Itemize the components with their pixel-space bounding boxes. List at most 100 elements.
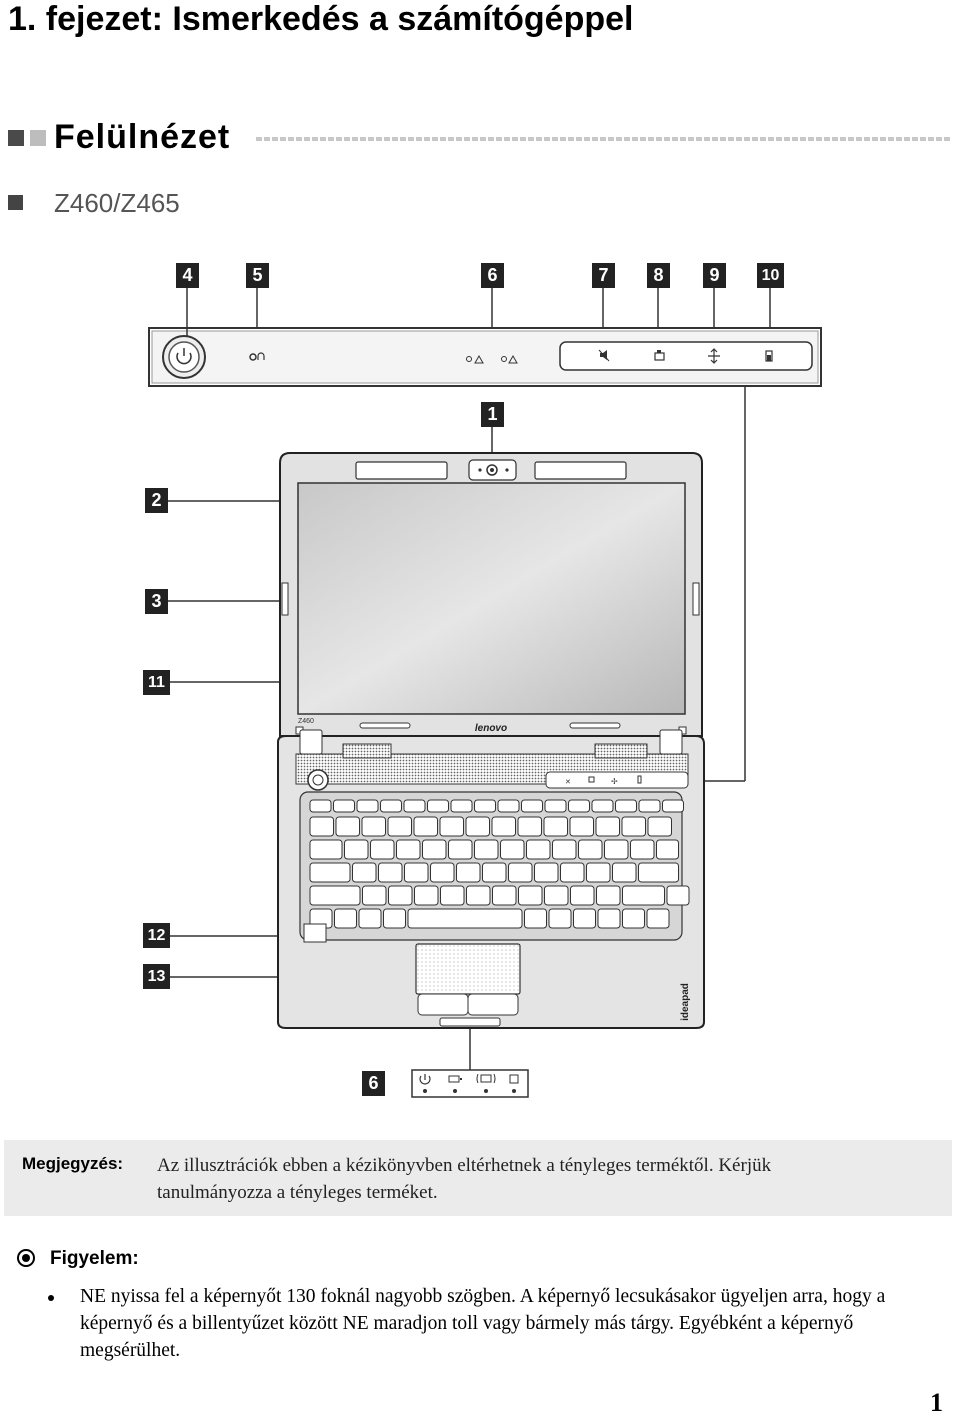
microphone [303, 923, 327, 943]
keyboard-key [335, 816, 360, 837]
keyboard-key [344, 839, 369, 860]
keyboard-key [560, 862, 585, 883]
keyboard-key [396, 839, 421, 860]
svg-text:✕: ✕ [565, 778, 571, 786]
callout-10: 10 [757, 263, 784, 288]
keyboard-key [612, 862, 637, 883]
keyboard-key [404, 862, 429, 883]
note-box [4, 1140, 952, 1216]
bullet-icon [48, 1295, 54, 1301]
note-label: Megjegyzés: [22, 1154, 124, 1173]
keyboard-key [638, 799, 661, 813]
keyboard-key [309, 839, 343, 860]
callout-6-top: 6 [481, 263, 504, 288]
keyboard-key [638, 862, 679, 883]
keyboard-key [622, 908, 645, 929]
touchpad-right-button [467, 993, 519, 1016]
keyboard-key [534, 862, 559, 883]
keyboard-key [578, 839, 603, 860]
laptop-lid: Z460 lenovo [279, 452, 703, 737]
keyboard-key [474, 839, 499, 860]
keyboard-key [497, 799, 520, 813]
keyboard-key [586, 862, 611, 883]
lid-latch [281, 582, 289, 616]
keyboard-key [591, 799, 614, 813]
keyboard-key [383, 908, 406, 929]
caution-label: Figyelem: [50, 1248, 139, 1269]
power-status-icon [419, 1075, 431, 1085]
keyboard-key [403, 799, 426, 813]
touchpad-left-button [417, 993, 469, 1016]
model-bullet-square [8, 195, 23, 210]
keyboard-key [621, 816, 646, 837]
keyboard-key [662, 799, 684, 813]
callout-7: 7 [592, 263, 615, 288]
keyboard-key [465, 816, 490, 837]
keyboard-key [597, 908, 621, 929]
heading-square-light [30, 130, 46, 146]
bezel-brand-label: lenovo [475, 723, 507, 734]
keyboard-key [356, 799, 379, 813]
keyboard-key [466, 885, 491, 906]
wireless-status-icon [480, 1074, 492, 1083]
keyboard-key [630, 839, 655, 860]
palmrest-brand-label: ideapad [680, 983, 691, 1021]
wireless-antenna [534, 461, 627, 480]
keyboard-key [387, 816, 412, 837]
keyboard-key [622, 885, 665, 906]
callout-1: 1 [481, 402, 504, 427]
chapter-title: 1. fejezet: Ismerkedés a számítógéppel [8, 0, 634, 38]
keyboard-key [440, 885, 465, 906]
keyboard-key [334, 908, 357, 929]
keyboard-key [569, 816, 594, 837]
keyboard-key [656, 839, 679, 860]
keyboard-key [378, 862, 403, 883]
keyboard-key [543, 816, 568, 837]
keyboard-key [552, 839, 577, 860]
status-led-icon [501, 356, 507, 362]
display-switch-icon [708, 348, 720, 364]
keyboard-key [380, 799, 402, 813]
keyboard-key [309, 799, 332, 813]
battery-status-icon [448, 1075, 460, 1083]
callout-8: 8 [647, 263, 670, 288]
keyboard-key [309, 885, 361, 906]
keyboard-key [427, 799, 449, 813]
front-led-strip [439, 1017, 501, 1027]
keyboard-key [448, 839, 473, 860]
keyboard-key [526, 839, 551, 860]
hinge [659, 729, 683, 755]
keyboard-key [492, 885, 517, 906]
section-heading: Felülnézet [8, 118, 952, 156]
callout-13: 13 [143, 964, 170, 989]
keyboard-key [407, 908, 523, 929]
keyboard-key [615, 799, 637, 813]
keyboard-key [456, 862, 481, 883]
keyboard-key [548, 908, 572, 929]
keyboard-key [646, 908, 670, 929]
laptop-top-view-illustration: Z460 lenovo ✕ ✢ ideapad [148, 288, 822, 1098]
keyboard-key [361, 816, 386, 837]
keyboard-key [309, 862, 351, 883]
keyboard-key [362, 885, 387, 906]
lid-latch [692, 582, 700, 616]
note-text: Az illusztrációk ebben a kézikönyvben el… [157, 1155, 772, 1203]
novo-button-icon [249, 353, 257, 361]
keyboard-key [430, 862, 455, 883]
laptop-base: ✕ ✢ ideapad [277, 729, 705, 1029]
hdd-status-icon [509, 1074, 519, 1084]
callout-11: 11 [143, 670, 170, 695]
keyboard-key [544, 799, 567, 813]
power-button-icon [307, 769, 329, 791]
enlarged-front-indicators [411, 1069, 529, 1098]
keyboard-key [388, 885, 413, 906]
display-screen [297, 482, 686, 715]
keyboard-key [413, 816, 438, 837]
caution-icon [17, 1249, 35, 1267]
keyboard-key [568, 799, 590, 813]
keyboard-key [500, 839, 525, 860]
keyboard-key [474, 799, 496, 813]
keyboard-key [358, 908, 382, 929]
page-number: 1 [930, 1388, 943, 1417]
keyboard-key [604, 839, 629, 860]
